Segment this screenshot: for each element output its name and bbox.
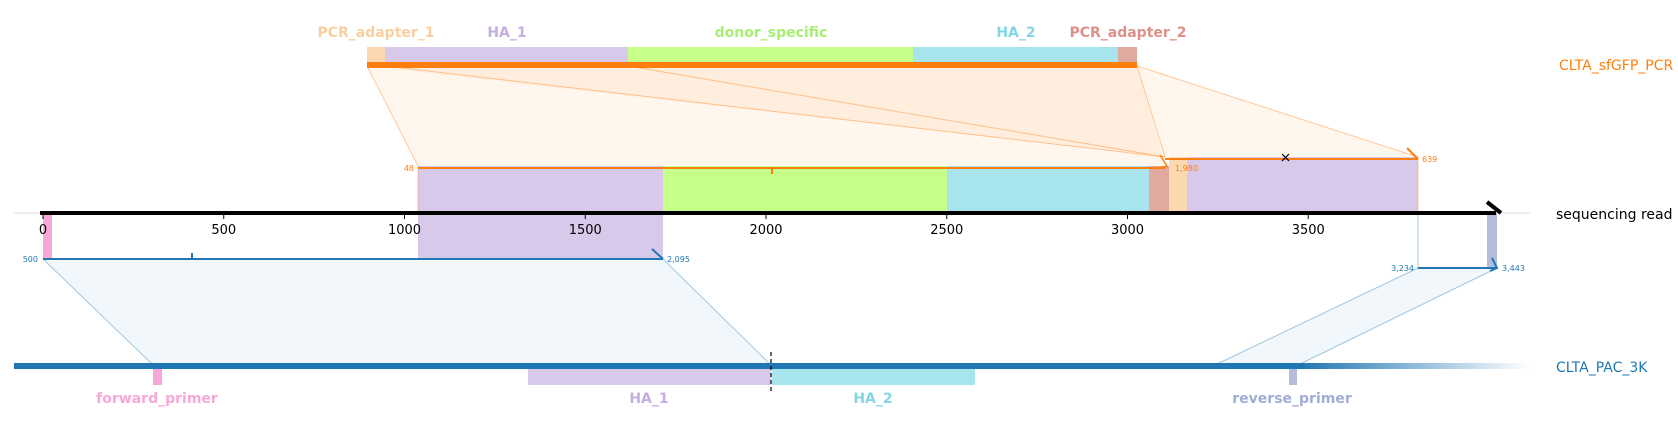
pac-main-alignment-fill [43,259,771,365]
read-axis-tick-label: 500 [211,223,236,238]
mismatch-marker [1281,153,1290,162]
pac-second-start-label: 3,234 [1391,264,1414,273]
pcr-feature-pcr-adapter-2 [1118,47,1137,63]
pcr-label-pcr-adapter-1: PCR_adapter_1 [317,25,434,41]
read-axis-tick-label: 2500 [930,223,963,238]
pac-second-alignment: 3,234 3,443 [1391,257,1525,273]
read-axis-tick-label: 1500 [569,223,602,238]
pac-feature-ha-2 [772,369,975,385]
pcr-label-ha-2: HA_2 [996,25,1035,41]
pcr-track: PCR_adapter_1 HA_1 donor_specific HA_2 P… [317,25,1673,74]
pcr-second-end-label: 639 [1422,155,1437,164]
pac-label-ha-1: HA_1 [629,391,668,407]
pac-track-name: CLTA_PAC_3K [1556,360,1648,376]
pcr-feature-donor-specific [628,47,913,63]
pac-track-bar [14,363,1304,369]
read-track-name: sequencing read [1556,207,1672,223]
pac-main-alignment-arrowhead [651,248,664,260]
pac-alignment-lines [42,213,1498,366]
pcr-main-end-label: 1,980 [1175,164,1198,173]
read-reverse-primer-block [1487,213,1497,268]
pac-alignment-fills [43,259,1497,365]
pac-label-reverse-primer: reverse_primer [1232,391,1352,407]
pac-main-start-label: 500 [23,255,38,264]
pcr-second-alignment-arrowhead [1406,147,1419,160]
pcr-alignment-fills [367,66,1418,166]
pcr-track-bar [367,62,1137,68]
pcr-label-ha-1: HA_1 [487,25,526,41]
read-donor-specific-block [663,166,947,213]
pac-label-ha-2: HA_2 [853,391,892,407]
pcr-main-alignment: 48 1,980 [404,154,1198,174]
pcr-main-alignment-arrowhead [1159,154,1169,169]
pac-feature-reverse-primer [1289,369,1297,385]
pac-main-alignment: 500 2,095 [23,248,690,264]
read-ha2-block [947,166,1149,213]
pcr-feature-pcr-adapter-1 [367,47,385,63]
pcr-alignment-lines [366,65,1419,213]
pac-second-end-label: 3,443 [1502,264,1525,273]
pcr-second-alignment-fill [367,66,1418,157]
read-track: 0 500 1000 1500 2000 2500 3000 3500 sequencing … [14,200,1672,238]
read-axis-tick-label: 2000 [749,223,782,238]
read-axis-ticks: 0 500 1000 1500 2000 2500 3000 3500 [39,213,1325,238]
pac-track: forward_primer HA_1 HA_2 reverse_primer … [14,352,1648,407]
read-pcr-adapter-1-block [1169,157,1187,213]
read-axis-tick-label: 0 [39,223,47,238]
read-direction-arrowhead [1485,200,1503,215]
pcr-main-start-label: 48 [404,164,414,173]
pcr-track-name: CLTA_sfGFP_PCR [1559,58,1673,74]
pac-second-alignment-arrowhead [1489,257,1499,272]
pcr-label-donor-specific: donor_specific [715,25,828,41]
pcr-main-alignment-fill [367,66,1165,166]
read-axis-tick-label: 3000 [1111,223,1144,238]
pcr-second-alignment: 639 [1165,147,1437,164]
pcr-feature-ha-2 [913,47,1118,63]
read-forward-primer-block [43,213,52,259]
pac-second-alignment-fill [1215,268,1497,365]
read-ha1-second-block [1187,157,1418,213]
pcr-feature-ha-1 [385,47,628,63]
read-axis-tick-label: 1000 [388,223,421,238]
pac-track-fade [1300,363,1530,369]
pcr-label-pcr-adapter-2: PCR_adapter_2 [1069,25,1186,41]
pac-main-end-label: 2,095 [667,255,690,264]
pac-feature-ha-1 [528,369,771,385]
pac-label-forward-primer: forward_primer [96,391,218,407]
read-axis-tick-label: 3500 [1292,223,1325,238]
pac-feature-forward-primer [153,369,162,385]
read-pcr-adapter-2-block [1149,166,1169,213]
